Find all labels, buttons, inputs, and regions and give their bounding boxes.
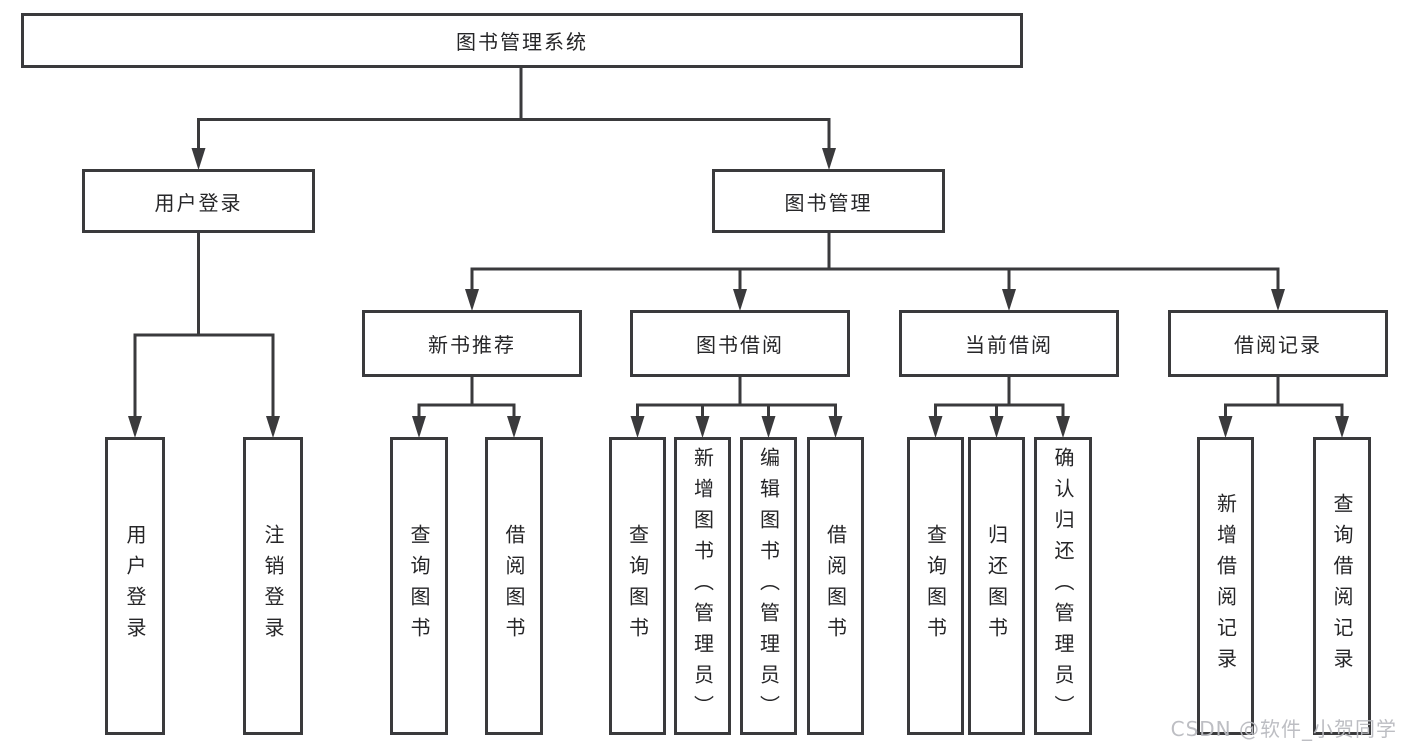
node-label: 归还图书 [984,524,1009,648]
node-label: 新增借阅记录 [1213,493,1238,679]
node-label: 查询图书 [407,524,431,648]
leaf-edit-books-admin: 编辑图书（管理员） [740,437,797,735]
node-label: 编辑图书（管理员） [756,446,781,726]
node-current-borrow: 当前借阅 [899,310,1119,377]
leaf-confirm-return-admin: 确认归还（管理员） [1034,437,1092,735]
leaf-recommend-borrow-books: 借阅图书 [485,437,543,735]
node-label: 确认归还（管理员） [1051,446,1075,726]
node-label: 图书管理 [784,190,873,215]
node-label: 查询图书 [625,524,650,648]
node-new-book-recommend: 新书推荐 [362,310,582,377]
node-label: 用户登录 [123,524,147,648]
leaf-add-borrow-record: 新增借阅记录 [1197,437,1254,735]
leaf-logout: 注销登录 [243,437,303,735]
node-label: 新增图书（管理员） [690,446,715,726]
csdn-watermark: CSDN @软件_小贺同学 [1170,717,1397,741]
node-label: 当前借阅 [965,333,1053,357]
leaf-return-books: 归还图书 [968,437,1025,735]
node-label: 注销登录 [261,524,285,648]
leaf-add-books-admin: 新增图书（管理员） [674,437,731,735]
node-label: 查询图书 [923,524,948,648]
leaf-borrow-query-books: 查询图书 [609,437,666,735]
node-user-login-branch: 用户登录 [82,169,315,233]
leaf-user-login: 用户登录 [105,437,165,735]
node-label: 用户登录 [154,190,243,215]
node-label: 图书借阅 [696,333,784,357]
leaf-query-borrow-record: 查询借阅记录 [1313,437,1371,735]
node-label: 新书推荐 [428,333,516,357]
node-label: 借阅图书 [823,524,848,648]
node-label: 查询借阅记录 [1330,493,1354,679]
node-label: 借阅记录 [1234,333,1322,357]
node-label: 图书管理系统 [456,30,588,54]
leaf-recommend-query-books: 查询图书 [390,437,448,735]
node-root-library-system: 图书管理系统 [21,13,1023,68]
leaf-borrow-books: 借阅图书 [807,437,864,735]
node-borrow-records: 借阅记录 [1168,310,1388,377]
leaf-current-query-books: 查询图书 [907,437,964,735]
node-label: 借阅图书 [502,524,526,648]
node-book-borrow: 图书借阅 [630,310,850,377]
node-book-management-branch: 图书管理 [712,169,945,233]
